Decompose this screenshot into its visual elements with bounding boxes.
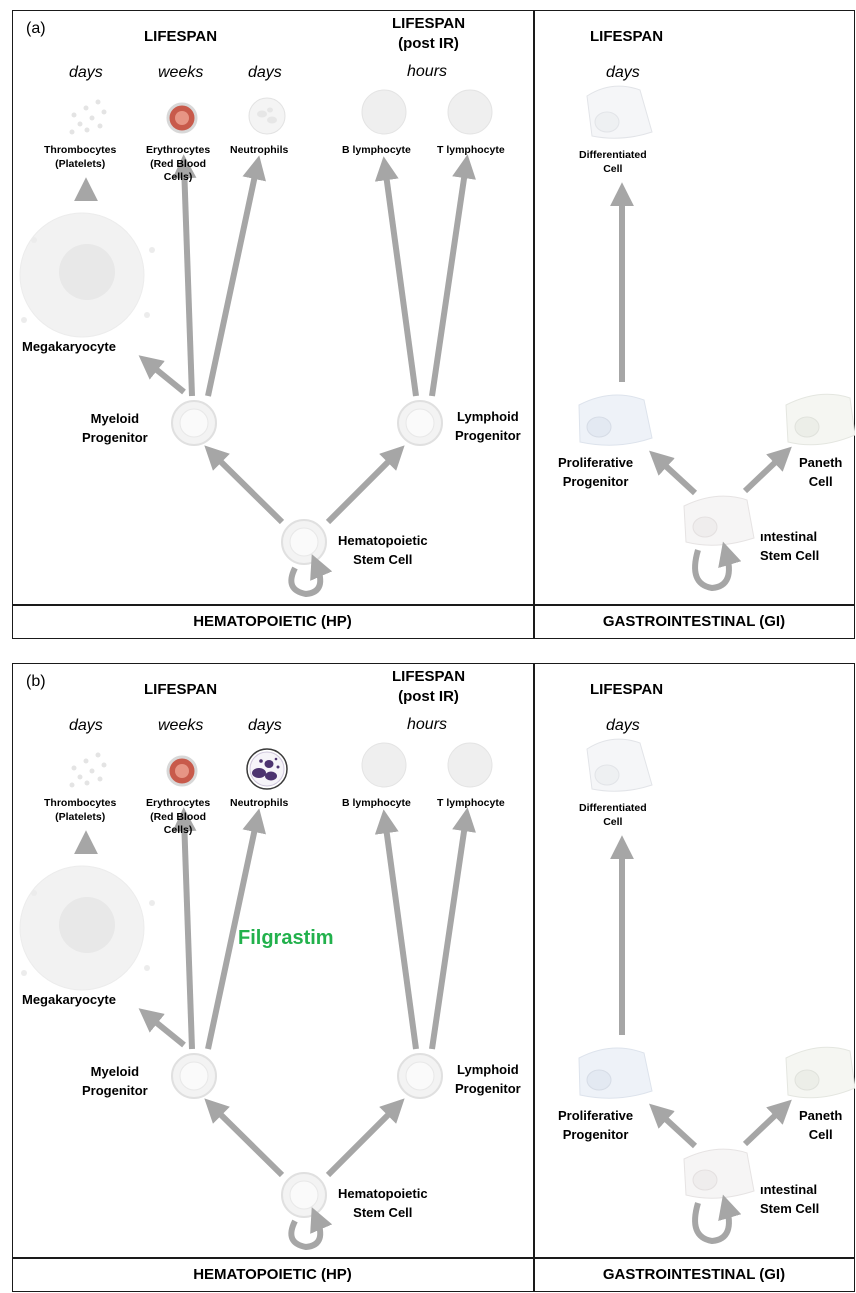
diagram-graphics — [19, 85, 855, 598]
paneth-cell-label: Paneth Cell — [799, 1108, 843, 1142]
hematopoietic-stem-cell-icon — [281, 519, 327, 565]
panel-a: (a) LIFESPAN LIFESPAN (post IR) days wee… — [12, 10, 856, 640]
footer-divider — [12, 1257, 855, 1259]
platelets-icon — [69, 99, 107, 135]
section-divider — [533, 10, 535, 639]
intestinal-stem-cell-label: ıntestinal Stem Cell — [760, 1182, 820, 1216]
lymphoid-progenitor-cell-icon — [397, 400, 443, 446]
gi-footer-label: GASTROINTESTINAL (GI) — [602, 613, 786, 630]
megakaryocyte-cell-icon — [19, 212, 155, 338]
t-lymphocyte-label: T lymphocyte — [437, 144, 505, 156]
t-lymphocyte-label: T lymphocyte — [437, 797, 505, 809]
b-lymphocyte-icon — [361, 742, 407, 788]
hp-arrows — [74, 807, 476, 1251]
proliferative-progenitor-label: Proliferative Progenitor — [558, 455, 634, 489]
lifespan-post-ir-heading: LIFESPAN (post IR) — [392, 15, 466, 53]
hp-arrows — [74, 154, 476, 598]
erythrocyte-icon — [166, 755, 198, 787]
panel-b: (b) LIFESPAN LIFESPAN (post IR) days wee… — [12, 663, 856, 1293]
megakaryocyte-label: Megakaryocyte — [22, 992, 116, 1007]
b-lymphocyte-label: B lymphocyte — [342, 797, 411, 809]
differentiated-cell-icon — [586, 85, 653, 139]
gi-lifespan-time: days — [606, 64, 640, 81]
gi-footer-label: GASTROINTESTINAL (GI) — [602, 1266, 786, 1283]
neutrophil-icon — [248, 97, 286, 135]
thrombocytes-label: Thrombocytes (Platelets) — [44, 144, 117, 170]
paneth-cell-icon — [785, 1046, 855, 1099]
paneth-cell-icon — [785, 393, 855, 446]
megakaryocyte-cell-icon — [19, 865, 155, 991]
lymphoid-progenitor-cell-icon — [397, 1053, 443, 1099]
lymphocytes-lifespan: hours — [407, 63, 448, 80]
panel-label: (b) — [26, 673, 46, 690]
thrombocytes-lifespan: days — [69, 64, 103, 81]
gi-arrows — [610, 182, 792, 592]
lymphocytes-lifespan: hours — [407, 716, 448, 733]
panel-label: (a) — [26, 20, 46, 37]
lymphoid-progenitor-label: Lymphoid Progenitor — [455, 1062, 521, 1096]
gi-arrows — [610, 835, 792, 1245]
proliferative-progenitor-cell-icon — [578, 1047, 653, 1099]
myeloid-progenitor-cell-icon — [171, 400, 217, 446]
myeloid-progenitor-label: Myeloid Progenitor — [82, 1064, 148, 1098]
footer-divider — [12, 604, 855, 606]
gi-lifespan-heading: LIFESPAN — [590, 681, 664, 698]
neutrophils-label: Neutrophils — [230, 144, 289, 156]
erythrocytes-label: Erythrocytes (Red Blood Cells) — [146, 144, 211, 184]
hematopoietic-stem-cell-label: Hematopoietic Stem Cell — [338, 1186, 428, 1220]
neutrophils-lifespan: days — [248, 64, 282, 81]
t-lymphocyte-icon — [447, 742, 493, 788]
lymphoid-progenitor-label: Lymphoid Progenitor — [455, 409, 521, 443]
intestinal-stem-cell-label: ıntestinal Stem Cell — [760, 529, 820, 563]
intestinal-stem-cell-icon — [683, 495, 755, 546]
diagram-graphics — [19, 738, 855, 1251]
neutrophils-lifespan: days — [248, 717, 282, 734]
erythrocytes-lifespan: weeks — [158, 717, 204, 734]
intestinal-stem-cell-icon — [683, 1148, 755, 1199]
differentiated-cell-label: Differentiated Cell — [579, 149, 647, 175]
panel-frame — [12, 10, 855, 639]
hp-footer-label: HEMATOPOIETIC (HP) — [193, 1266, 352, 1283]
lifespan-heading: LIFESPAN — [144, 28, 218, 45]
proliferative-progenitor-label: Proliferative Progenitor — [558, 1108, 634, 1142]
hematopoietic-stem-cell-icon — [281, 1172, 327, 1218]
b-lymphocyte-label: B lymphocyte — [342, 144, 411, 156]
neutrophils-label: Neutrophils — [230, 797, 289, 809]
hematopoietic-stem-cell-label: Hematopoietic Stem Cell — [338, 533, 428, 567]
gi-lifespan-heading: LIFESPAN — [590, 28, 664, 45]
myeloid-progenitor-cell-icon — [171, 1053, 217, 1099]
thrombocytes-label: Thrombocytes (Platelets) — [44, 797, 117, 823]
t-lymphocyte-icon — [447, 89, 493, 135]
differentiated-cell-icon — [586, 738, 653, 792]
erythrocyte-icon — [166, 102, 198, 134]
erythrocytes-label: Erythrocytes (Red Blood Cells) — [146, 797, 211, 837]
myeloid-progenitor-label: Myeloid Progenitor — [82, 411, 148, 445]
lifespan-post-ir-heading: LIFESPAN (post IR) — [392, 668, 466, 706]
filgrastim-label: Filgrastim — [238, 927, 334, 949]
thrombocytes-lifespan: days — [69, 717, 103, 734]
erythrocytes-lifespan: weeks — [158, 64, 204, 81]
section-divider — [533, 663, 535, 1292]
hp-footer-label: HEMATOPOIETIC (HP) — [193, 613, 352, 630]
gi-lifespan-time: days — [606, 717, 640, 734]
lifespan-heading: LIFESPAN — [144, 681, 218, 698]
differentiated-cell-label: Differentiated Cell — [579, 802, 647, 828]
neutrophil-icon — [246, 748, 288, 790]
megakaryocyte-label: Megakaryocyte — [22, 339, 116, 354]
b-lymphocyte-icon — [361, 89, 407, 135]
paneth-cell-label: Paneth Cell — [799, 455, 843, 489]
proliferative-progenitor-cell-icon — [578, 394, 653, 446]
platelets-icon — [69, 752, 107, 788]
